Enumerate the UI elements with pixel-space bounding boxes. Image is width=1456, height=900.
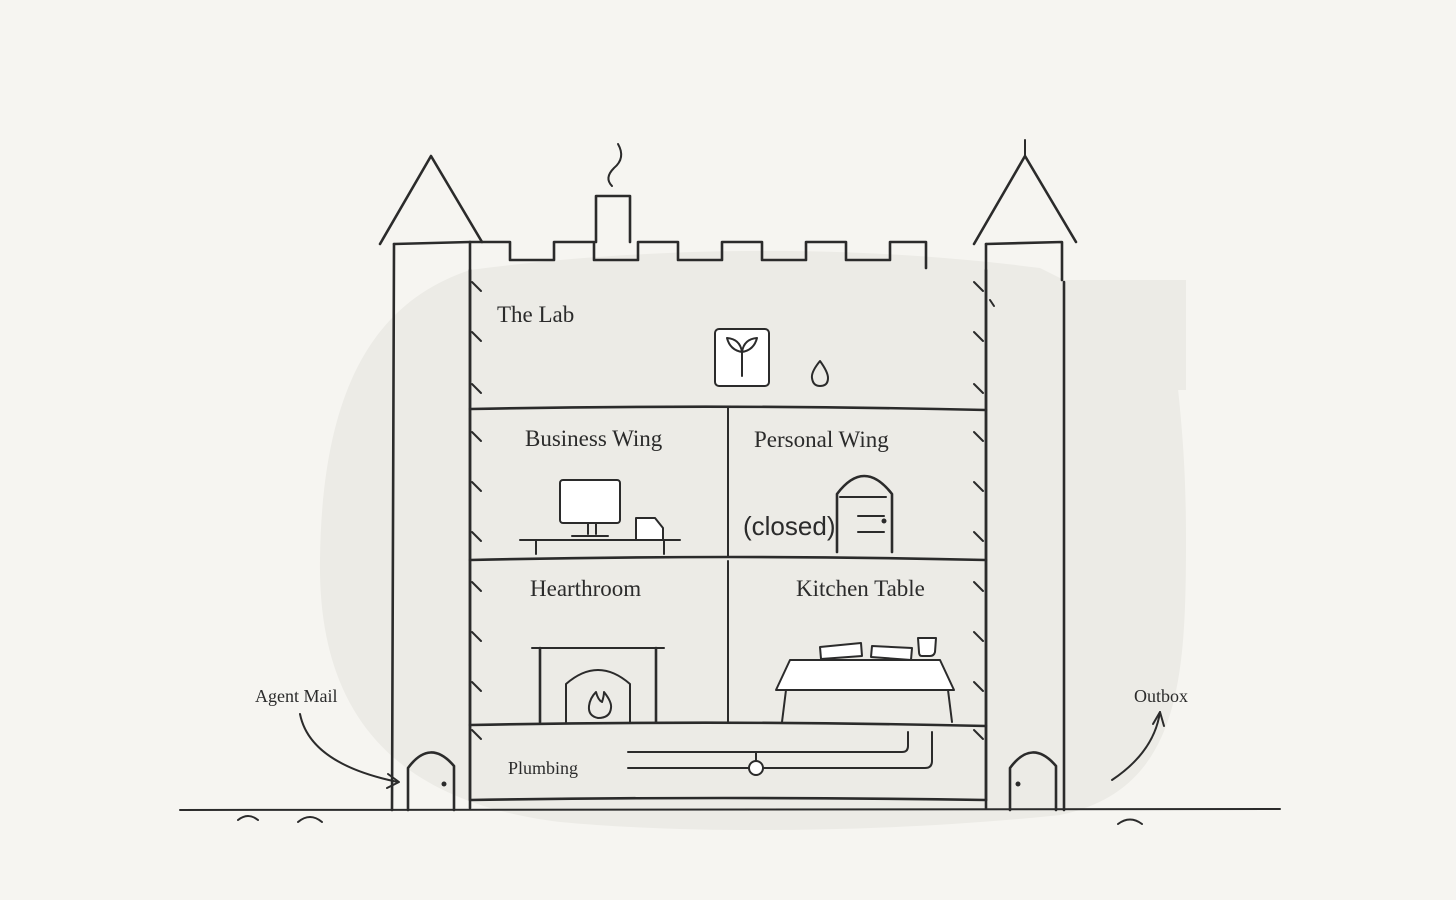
grass-tuft bbox=[297, 816, 323, 823]
room-label-personal: Personal Wing bbox=[754, 427, 889, 452]
outbound-arrow bbox=[1111, 711, 1161, 781]
outbound-arrowhead bbox=[1152, 711, 1165, 727]
room-label-lab: The Lab bbox=[497, 302, 574, 327]
castle-body bbox=[468, 268, 988, 802]
room-label-hearth: Hearthroom bbox=[530, 576, 641, 601]
flame-icon bbox=[587, 691, 613, 719]
battlements bbox=[468, 240, 928, 270]
computer-desk-icon[interactable] bbox=[519, 479, 681, 555]
chimney bbox=[594, 143, 632, 244]
water-drop-icon bbox=[810, 360, 829, 387]
pipe-valve bbox=[748, 760, 764, 776]
personal-wing-status: (closed) bbox=[743, 511, 835, 541]
outbound-label: Outbox bbox=[1134, 686, 1188, 706]
ground-line bbox=[179, 808, 1281, 811]
inbound-arrowhead bbox=[386, 773, 400, 789]
cup-icon bbox=[917, 637, 937, 657]
wall-texture bbox=[471, 281, 984, 740]
room-label-kitchen: Kitchen Table bbox=[796, 576, 925, 601]
room-label-business: Business Wing bbox=[525, 426, 663, 451]
grass-tuft bbox=[1117, 818, 1143, 825]
grass-tuft bbox=[237, 815, 259, 821]
inbound-label: Agent Mail bbox=[255, 686, 338, 706]
floor-lab bbox=[468, 405, 988, 412]
fireplace-icon[interactable] bbox=[531, 646, 665, 724]
room-label-plumbing: Plumbing bbox=[508, 758, 578, 778]
arched-door-icon[interactable] bbox=[835, 474, 894, 554]
right-tower-door[interactable] bbox=[1008, 751, 1058, 812]
pipes-icon bbox=[627, 731, 933, 776]
sprout-icon[interactable] bbox=[714, 328, 770, 387]
background-blob bbox=[319, 250, 1186, 831]
inbound-arrow bbox=[299, 713, 399, 783]
kitchen-table-icon[interactable] bbox=[775, 637, 955, 723]
left-tower-door[interactable] bbox=[406, 751, 456, 812]
floor-plumbing bbox=[468, 721, 988, 728]
